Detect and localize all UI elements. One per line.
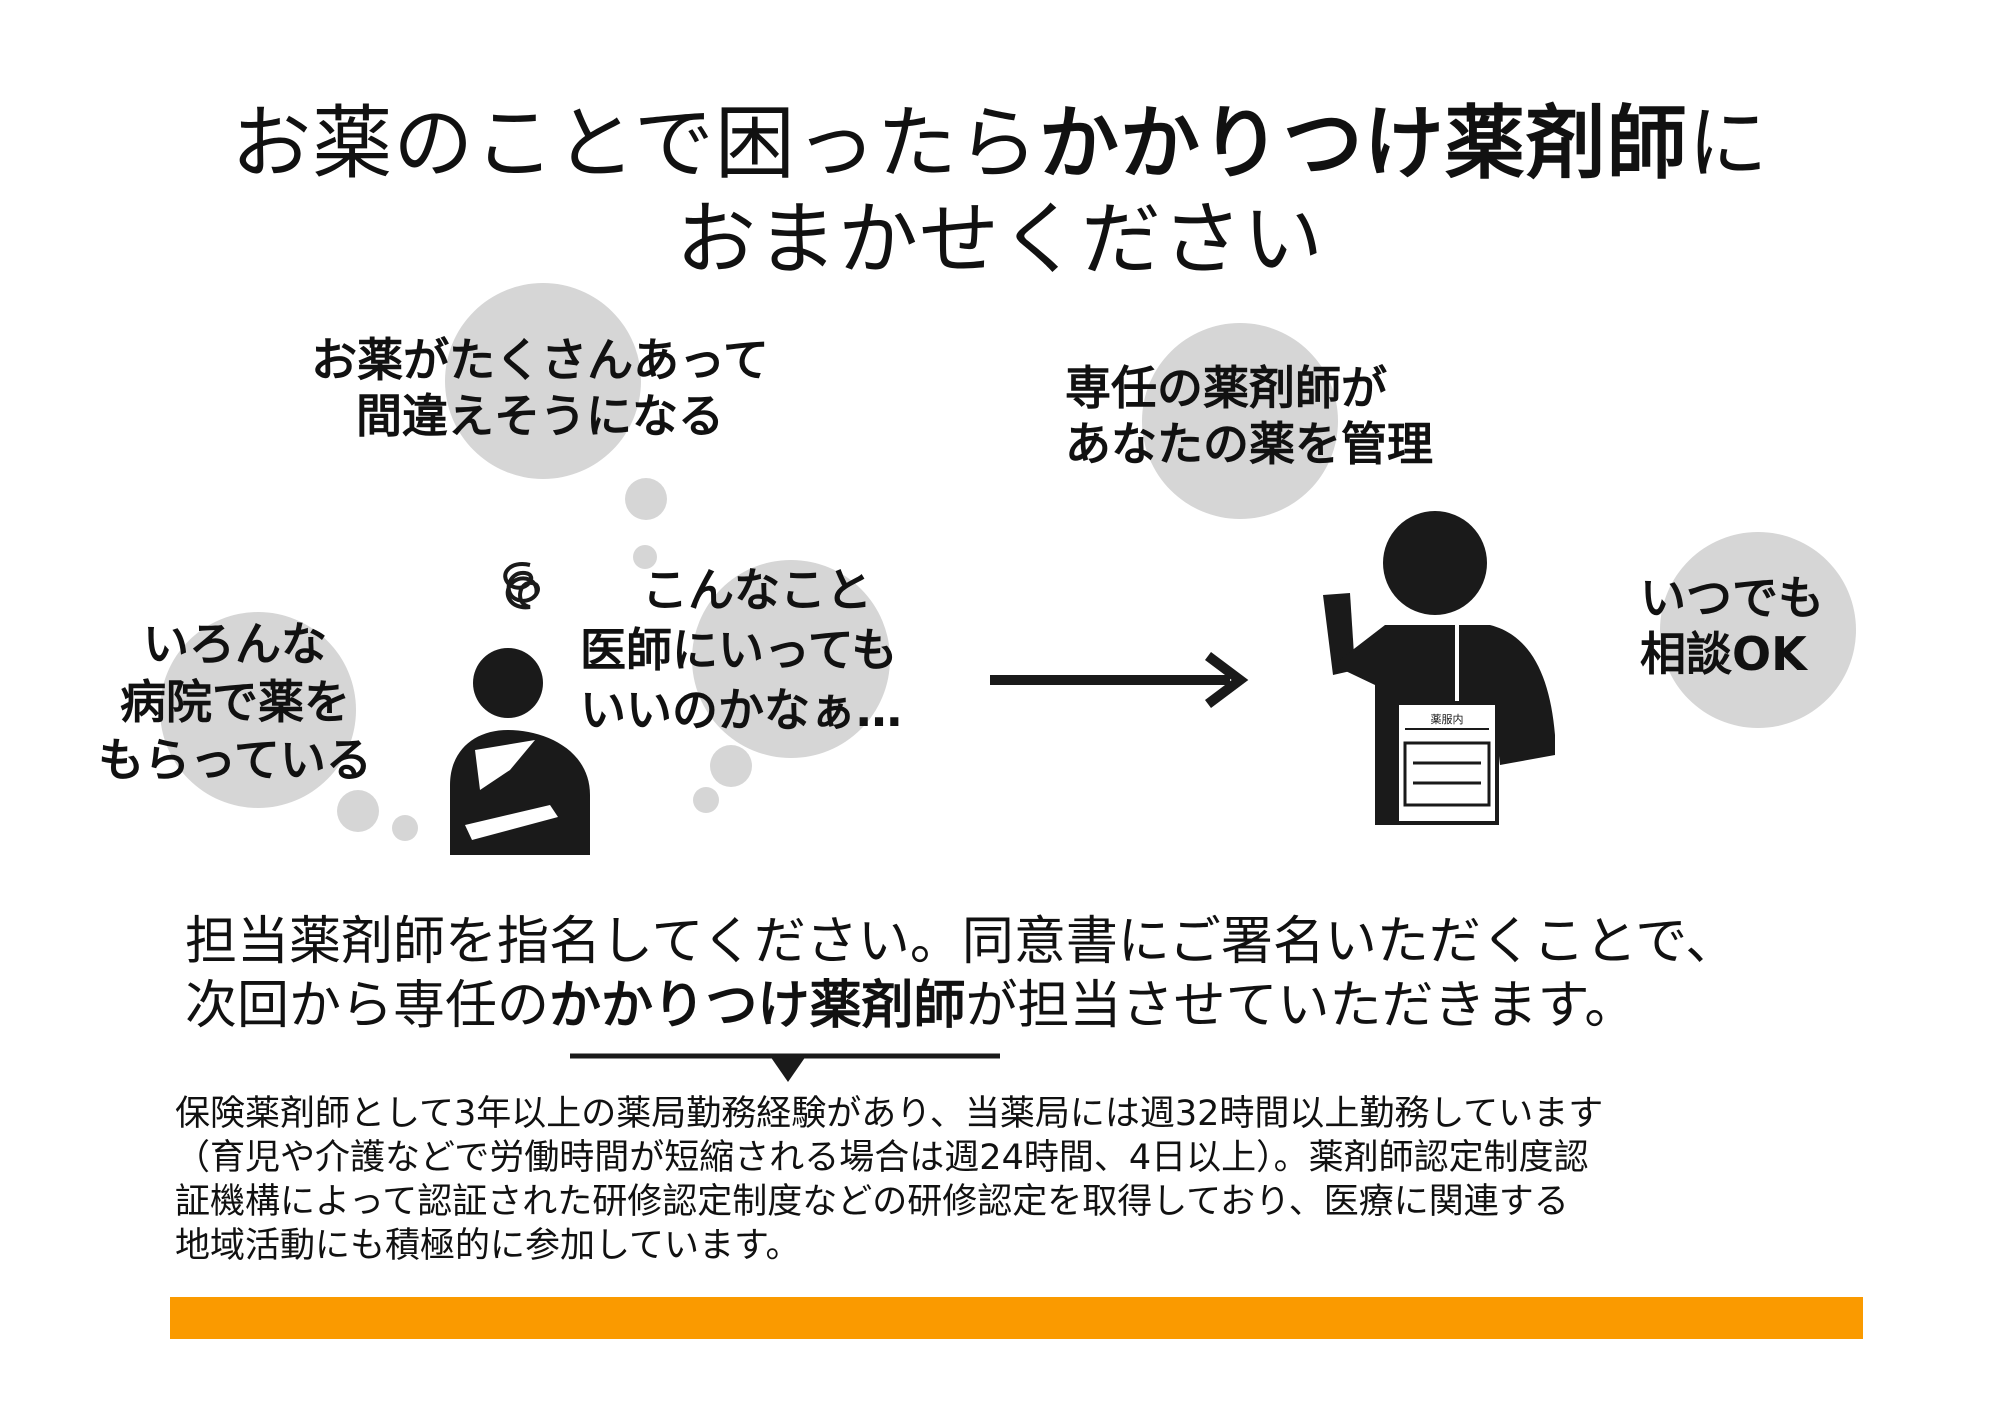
pharmacist-figure: 薬服内 (1323, 511, 1555, 825)
thought-dot (633, 545, 657, 569)
clipboard-icon: 薬服内 (1395, 701, 1499, 825)
page-subtitle: おまかせください (676, 193, 1324, 286)
thought-bubble-doctor (692, 560, 890, 758)
title-highlight: かかりつけ薬剤師 (1038, 97, 1688, 190)
speech-bubble-anytime (1660, 532, 1856, 728)
designation-text-line1: 担当薬剤師を指名してください。同意書にご署名いただくことで、 (185, 912, 1738, 972)
bubble-text-doctor: こんなこと 医師にいっても いいのかなぁ… (580, 563, 902, 737)
thought-bubble-hospitals (160, 612, 356, 808)
person-head (473, 648, 543, 718)
thought-dot (392, 815, 418, 841)
thought-dot (693, 787, 719, 813)
designation-text-line2: 次回から専任のかかりつけ薬剤師が担当させていただきます。 (185, 976, 1637, 1036)
bubble-text-anytime: いつでも 相談OK (1640, 571, 1824, 681)
thought-dot (625, 478, 667, 520)
highlight-underline-pointer (570, 1053, 1000, 1082)
thought-dot (710, 745, 752, 787)
right-arrow-icon (990, 652, 1249, 708)
designation-highlight: かかりつけ薬剤師 (549, 976, 966, 1036)
clipboard-label: 薬服内 (1431, 712, 1464, 726)
thought-dot (337, 790, 379, 832)
accent-bar (170, 1297, 1863, 1339)
thought-bubble-large (445, 283, 641, 479)
bubble-text-dedicated: 専任の薬剤師が あなたの薬を管理 (1065, 361, 1433, 471)
requirements-note: 保険薬剤師として3年以上の薬局勤務経験があり、当薬局には週32時間以上勤務してい… (175, 1094, 1604, 1266)
bubble-text-hospitals: いろんな 病院で薬を もらっている (98, 617, 372, 787)
speech-bubble-dedicated (1142, 323, 1338, 519)
page-title: お薬のことで困ったらかかりつけ薬剤師に (231, 97, 1769, 190)
pharmacist-head (1383, 511, 1487, 615)
confusion-scribble-icon (503, 562, 540, 610)
bubble-text-many-medicines: お薬がたくさんあって 間違えそうになる (311, 333, 769, 443)
worried-person-figure (450, 562, 590, 855)
